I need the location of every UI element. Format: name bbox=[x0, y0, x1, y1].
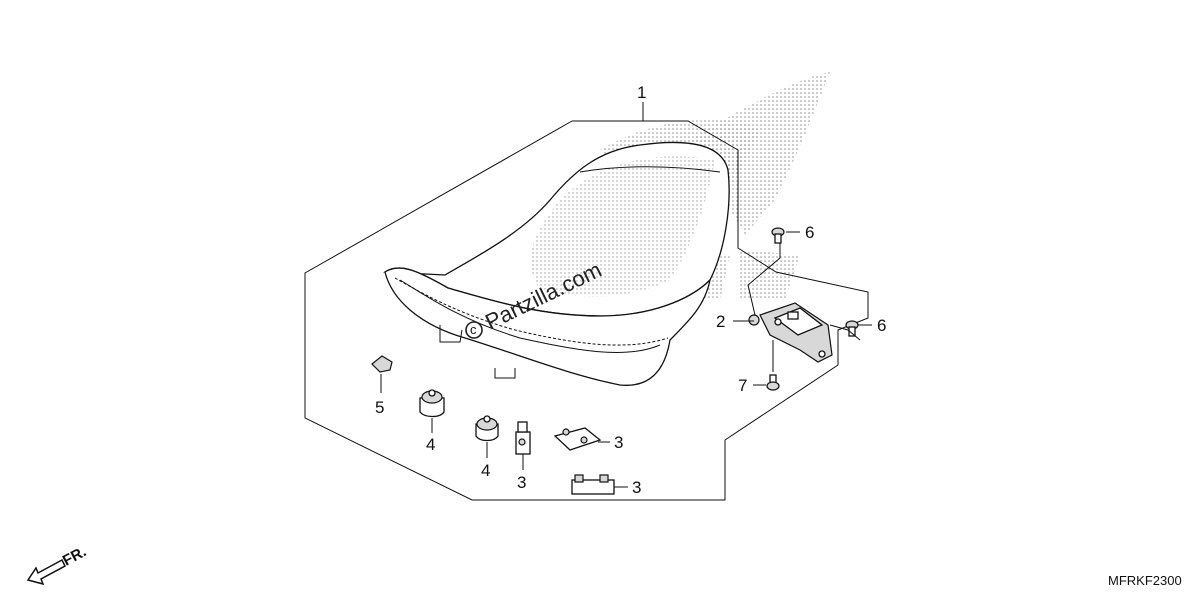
rubber-3-vertical bbox=[515, 421, 531, 455]
front-direction-arrow-icon: FR. bbox=[26, 543, 89, 586]
bolt-7 bbox=[766, 374, 780, 391]
cushion-4-right bbox=[475, 415, 499, 442]
leader-lines bbox=[380, 102, 872, 488]
bolt-6-top bbox=[771, 227, 785, 244]
assembly-boundary bbox=[304, 120, 869, 501]
callout-7: 7 bbox=[738, 376, 747, 395]
callouts: 1 2 6 6 7 5 4 4 3 3 3 bbox=[375, 83, 886, 497]
callout-6-top: 6 bbox=[805, 223, 814, 242]
callout-5: 5 bbox=[375, 398, 384, 417]
callout-4-left: 4 bbox=[426, 435, 435, 454]
diagram-code: MFRKF2300 bbox=[1108, 573, 1182, 588]
grommet-5 bbox=[371, 355, 393, 373]
callout-3-upper: 3 bbox=[614, 433, 623, 452]
svg-text:c: c bbox=[470, 322, 477, 337]
callout-6-right: 6 bbox=[877, 316, 886, 335]
rubber-3-upper bbox=[553, 427, 602, 451]
callout-2: 2 bbox=[716, 312, 725, 331]
callout-4-right: 4 bbox=[481, 461, 490, 480]
cushion-4-left bbox=[419, 389, 445, 418]
seat-bracket bbox=[748, 302, 833, 363]
rubber-3-lower bbox=[571, 474, 615, 495]
seat bbox=[382, 141, 730, 386]
copyright-icon bbox=[465, 321, 483, 339]
callout-1: 1 bbox=[637, 83, 646, 102]
callout-3-lower: 3 bbox=[632, 478, 641, 497]
callout-3-vertical: 3 bbox=[517, 473, 526, 492]
bracket-assembly-lines bbox=[747, 243, 861, 372]
